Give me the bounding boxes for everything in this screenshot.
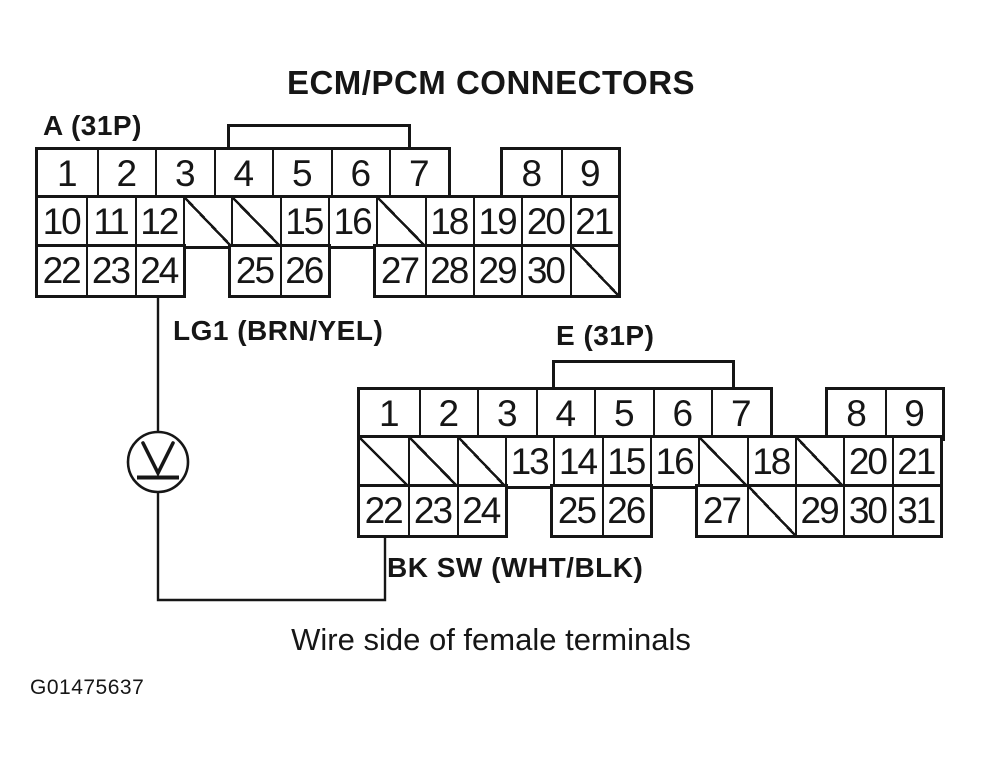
connector-e-row3-left-pin-23: 23: [408, 486, 456, 535]
connector-e-label: E (31P): [556, 320, 655, 351]
connector-a-row2-pin-11: 11: [86, 198, 134, 247]
connector-a-row1-left-pin-1: 1: [56, 153, 78, 194]
connector-a-row1-left-pin-2: 2: [96, 150, 156, 198]
connector-a-row2-nopin-cell: [231, 198, 280, 247]
connector-a-row2-pin-15: 15: [279, 198, 328, 247]
connector-e-row1-right-pin-9: 9: [885, 390, 942, 438]
wire-side-caption: Wire side of female terminals: [291, 622, 691, 657]
figure-id: G01475637: [30, 676, 145, 699]
connector-a-row3-left-pin-23: 23: [86, 246, 134, 295]
connector-e-keyway-tab: [552, 360, 735, 390]
connector-a-row3-right-nopin-cell: [569, 246, 618, 295]
connector-e-row2-pin-18: 18: [746, 438, 795, 487]
connector-e-row2-pin-16: 16: [649, 438, 698, 487]
connector-a-row3-right-pin-30: 30: [521, 246, 569, 295]
connector-e-row1-left-pin-5: 5: [594, 390, 653, 438]
connector-a-label: A (31P): [43, 110, 142, 141]
connector-e-row3-right-nopin-cell: [746, 486, 795, 535]
connector-e-row2-nopin-cell: [456, 438, 505, 487]
connector-e-row1-left-pin-3: 3: [477, 390, 536, 438]
connector-a-row1-left-pin-3: 3: [155, 150, 214, 198]
connector-e-row1-right-pin-8: 8: [846, 393, 867, 434]
connector-a-row2-pin-16: 16: [327, 198, 376, 247]
connector-e-row3-left-pin-24: 24: [456, 486, 505, 535]
connector-a-row2-pin-20: 20: [521, 198, 569, 247]
connector-a-row1-right-pin-9: 9: [560, 150, 619, 198]
connector-e-row2-pin-20: 20: [843, 438, 891, 487]
diagram-title: ECM/PCM CONNECTORS: [286, 64, 696, 101]
connector-e-row1-left-pin-2: 2: [418, 390, 478, 438]
connector-a-row1-left-pin-5: 5: [272, 150, 331, 198]
connector-a-row1-right-pin-8: 8: [521, 153, 542, 194]
connector-e-row2-pin-21: 21: [891, 438, 940, 487]
connector-a-row3-left-pin-24: 24: [134, 246, 183, 295]
connector-e-row3-right-pin-30: 30: [843, 486, 891, 535]
connector-a-row2-nopin-cell: [182, 198, 232, 247]
connector-e-wire-label: BK SW (WHT/BLK): [387, 552, 644, 583]
connector-a-row2-pin-21: 21: [569, 198, 618, 247]
connector-e-row2-pin-13: 13: [504, 438, 553, 487]
connector-a-row1-left-pin-6: 6: [330, 150, 390, 198]
connector-e-row2-pin-15: 15: [601, 438, 650, 487]
connector-e-row3-left-pin-22: 22: [364, 489, 404, 531]
connector-e-row3-mid-pin-25: 25: [557, 489, 597, 531]
connector-a-row3-right-pin-29: 29: [472, 246, 521, 295]
connector-a-row3-mid-pin-25: 25: [235, 249, 275, 291]
connector-a-row2-pin-12: 12: [134, 198, 183, 247]
body-ground-icon: [126, 430, 190, 494]
connector-a-row2-nopin-cell: [376, 198, 425, 247]
connector-e-row1-left-pin-4: 4: [535, 390, 595, 438]
connector-a-row1-left-pin-7: 7: [389, 150, 448, 198]
connector-a-row3-right-pin-27: 27: [380, 249, 420, 291]
connector-e-row2-nopin-cell: [408, 438, 457, 487]
connector-e-row3-right-pin-29: 29: [794, 486, 843, 535]
connector-e-row3-mid-pin-26: 26: [601, 486, 650, 535]
connector-e-row2-nopin-cell: [698, 438, 747, 487]
connector-a-row2-pin-18: 18: [424, 198, 473, 247]
connector-a-row3-mid-pin-26: 26: [279, 246, 328, 295]
connector-a-row3-left-pin-22: 22: [42, 249, 82, 291]
connector-e-row2-nopin-cell: [360, 438, 409, 487]
connector-e-row3-right-pin-31: 31: [891, 486, 940, 535]
connector-e-row2-pin-14: 14: [553, 438, 601, 487]
connector-a-row1-left-pin-4: 4: [213, 150, 273, 198]
connector-e-row2-nopin-cell: [794, 438, 844, 487]
connector-e-row3-right-pin-27: 27: [702, 489, 742, 531]
connector-a-keyway-tab: [227, 124, 411, 150]
connector-e-row1-left-pin-7: 7: [711, 390, 770, 438]
connector-a-row3-right-pin-28: 28: [424, 246, 473, 295]
connector-a-row2-pin-19: 19: [472, 198, 521, 247]
connector-a-row2-pin-10: 10: [42, 201, 82, 243]
connector-e-row1-left-pin-1: 1: [378, 393, 400, 434]
connector-a-wire-label: LG1 (BRN/YEL): [173, 315, 384, 346]
connector-e-row1-left-pin-6: 6: [652, 390, 712, 438]
